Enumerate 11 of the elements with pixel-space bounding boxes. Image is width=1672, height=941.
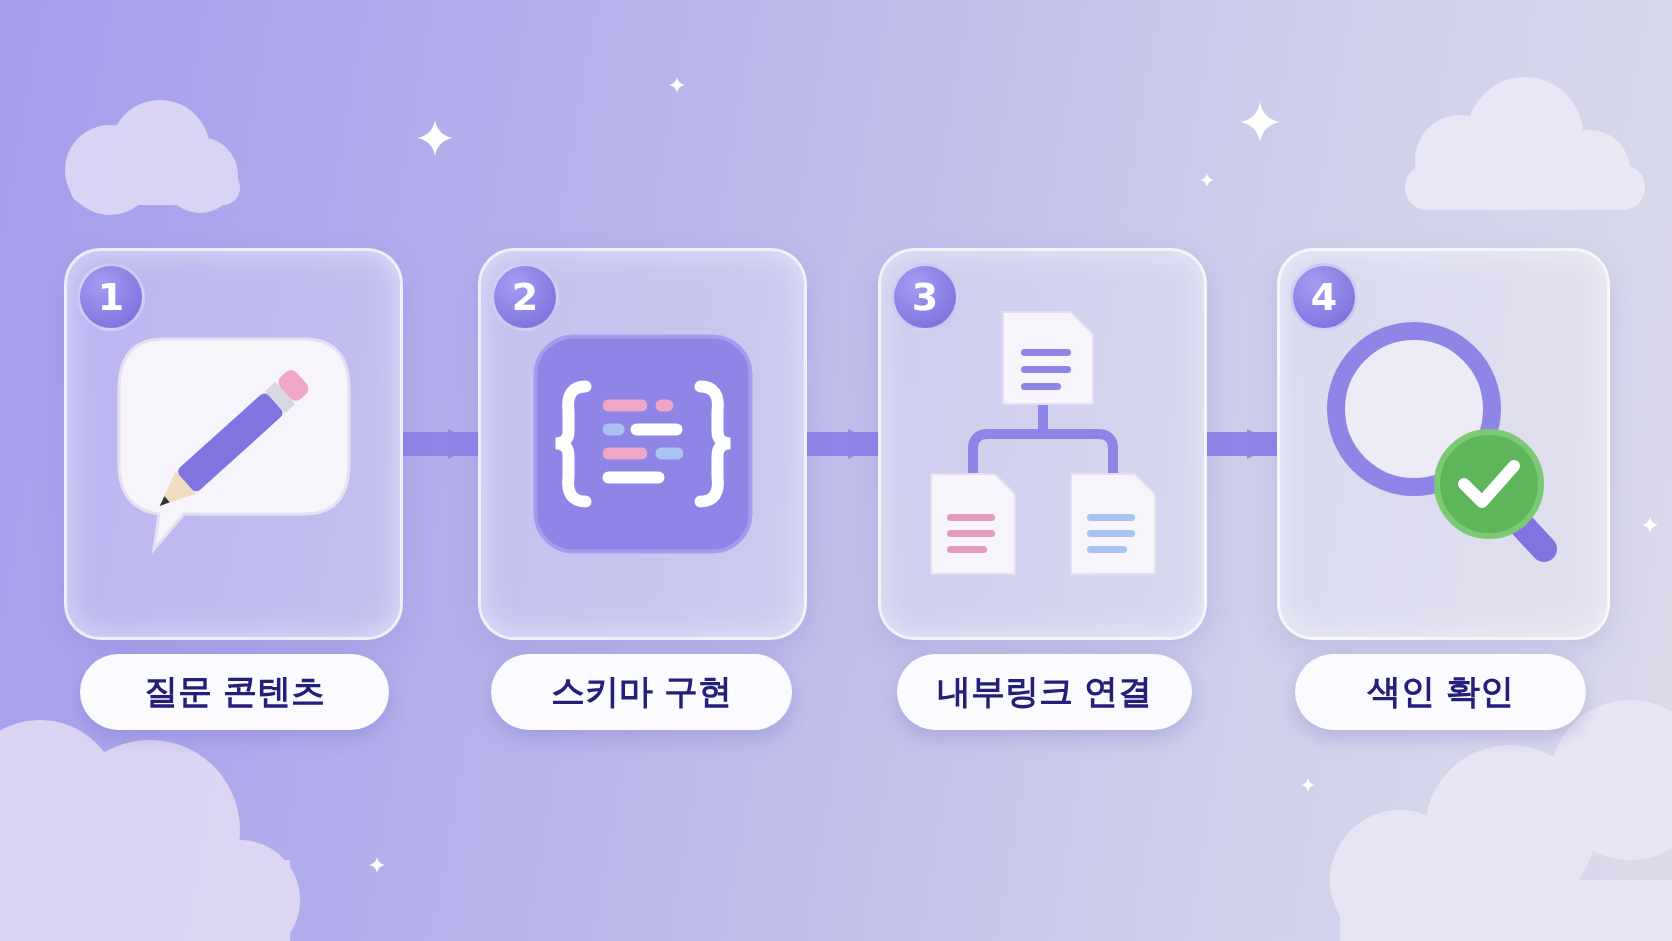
step-label: 내부링크 연결 [897,654,1192,730]
arrow [403,429,478,459]
arrow [807,429,878,459]
step-number: 1 [77,263,145,331]
step-label: 스키마 구현 [491,654,792,730]
step-number: 3 [891,263,959,331]
arrow [1207,429,1277,459]
step-label: 색인 확인 [1295,654,1586,730]
step-number: 2 [491,263,559,331]
step-label: 질문 콘텐츠 [80,654,389,730]
step-number: 4 [1290,263,1358,331]
